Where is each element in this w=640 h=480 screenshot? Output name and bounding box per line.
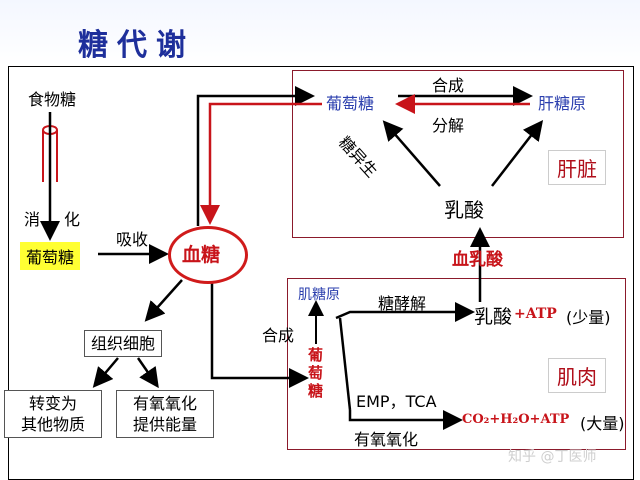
aerobic-arrow: [348, 410, 463, 430]
muscle-lactate-label: 乳酸: [474, 306, 513, 328]
convert-line-2: 其他物质: [20, 415, 85, 434]
absorb-label: 吸收: [116, 230, 149, 249]
to-muscle-arrow: [210, 282, 309, 388]
co2-label: CO₂+H₂O+ATP: [462, 412, 570, 427]
to-tissue-arrow: [144, 279, 183, 322]
atp-small-label: +ATP: [514, 306, 557, 322]
synth-label: 合成: [432, 76, 465, 95]
glycolysis-label: 糖酵解: [378, 294, 427, 313]
muscle-organ-label: 肌肉: [548, 358, 606, 393]
title-band: [0, 0, 640, 66]
decompose-label: 分解: [432, 116, 465, 135]
muscle-glucose-label: 葡萄糖: [308, 346, 324, 400]
blood-lactate-label: 血乳酸: [452, 250, 503, 270]
liver-organ-label: 肝脏: [548, 150, 606, 185]
to-liver-arrow: [196, 86, 315, 226]
convert-line-1: 转变为: [28, 394, 77, 413]
page-title: 糖代谢: [78, 28, 195, 63]
liver-lactate-label: 乳酸: [444, 198, 484, 222]
tissue-cells-box: 组织细胞: [84, 330, 163, 357]
aerobic-line-1: 有氧氧化: [132, 394, 197, 413]
small-amount-label: (少量): [566, 308, 611, 327]
emp-tca-label: EMP，TCA: [356, 392, 437, 411]
muscle-aerobic-label: 有氧氧化: [354, 430, 419, 449]
blood-sugar-node: [168, 226, 248, 284]
digest-label-2: 化: [64, 210, 81, 229]
convert-box: 转变为 其他物质: [4, 390, 102, 438]
from-liver-arrow: [200, 102, 322, 225]
muscle-glycogen-label: 肌糖原: [298, 287, 340, 303]
glycolysis-arrow: [335, 302, 475, 322]
liver-region: [292, 70, 624, 238]
digest-label-1: 消: [24, 210, 41, 229]
food-sugar-label: 食物糖: [28, 90, 77, 109]
muscle-region: [287, 278, 626, 450]
large-amount-label: (大量): [580, 414, 625, 433]
blood-sugar-label: 血糖: [182, 244, 221, 266]
watermark: 知乎 @丁医师: [508, 449, 597, 465]
liver-glucose-label: 葡萄糖: [326, 94, 375, 113]
gluconeo-arrow: [382, 120, 441, 187]
gut-glucose-label: 葡萄糖: [20, 242, 81, 270]
liver-glycogen-label: 肝糖原: [538, 94, 587, 113]
aerobic-box: 有氧氧化 提供能量: [116, 390, 214, 438]
muscle-synth-label: 合成: [262, 326, 295, 345]
aerobic-line-2: 提供能量: [132, 415, 197, 434]
lactate-glycogen-arrow: [491, 120, 544, 187]
